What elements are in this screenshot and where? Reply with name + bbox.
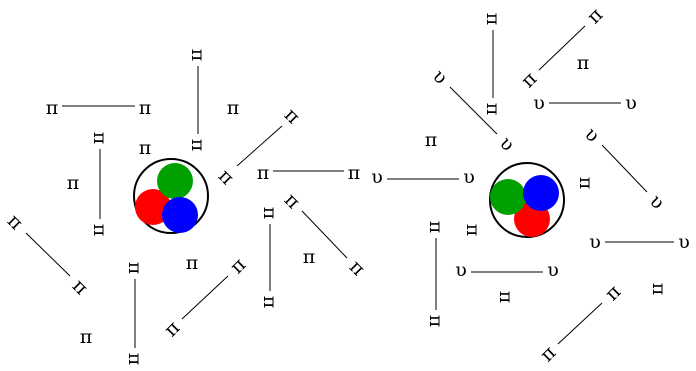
pi-meson-label: π bbox=[425, 129, 438, 151]
pi-meson-label: π bbox=[124, 353, 146, 366]
pi-meson-label: π bbox=[259, 207, 281, 220]
pi-meson-label: π bbox=[226, 254, 250, 278]
quark-green bbox=[157, 163, 193, 199]
pi-meson-label: π bbox=[462, 224, 484, 237]
quark-green bbox=[490, 179, 526, 215]
pi-meson-label: π bbox=[348, 162, 361, 184]
pi-meson-label: π bbox=[67, 172, 80, 194]
pair-line bbox=[538, 25, 586, 71]
pi-meson-label: π bbox=[425, 221, 447, 234]
pi-meson-label: π bbox=[214, 165, 238, 189]
upsilon-meson-label: υ bbox=[625, 92, 637, 114]
pi-meson-label: π bbox=[68, 275, 92, 299]
pi-meson-label: π bbox=[187, 139, 209, 152]
pair-line bbox=[25, 232, 71, 277]
pi-meson-label: π bbox=[280, 104, 304, 128]
upsilon-meson-label: υ bbox=[645, 190, 669, 214]
pi-meson-label: π bbox=[80, 326, 93, 348]
upsilon-meson-label: υ bbox=[678, 231, 690, 253]
upsilon-meson-label: υ bbox=[589, 231, 601, 253]
upsilon-meson-label: υ bbox=[371, 166, 383, 188]
pi-meson-label: π bbox=[280, 189, 304, 213]
nuclei bbox=[133, 158, 565, 238]
pi-meson-label: π bbox=[482, 13, 504, 26]
pi-meson-label: π bbox=[124, 262, 146, 275]
pi-meson-label: π bbox=[536, 342, 560, 366]
pi-meson-label: π bbox=[227, 97, 240, 119]
upsilon-meson-label: υ bbox=[533, 92, 545, 114]
upsilon-meson-label: υ bbox=[495, 132, 519, 156]
pi-meson-label: π bbox=[601, 281, 625, 305]
pi-meson-label: π bbox=[186, 252, 199, 274]
pair-line bbox=[301, 210, 348, 259]
pi-meson-label: π bbox=[425, 315, 447, 328]
quark-red bbox=[135, 189, 171, 225]
pair-line bbox=[181, 275, 229, 320]
meson-pair-lines bbox=[25, 25, 674, 348]
pair-line bbox=[236, 125, 283, 167]
upsilon-meson-label: υ bbox=[455, 259, 467, 281]
pi-meson-label: π bbox=[345, 256, 369, 280]
quark-blue bbox=[523, 175, 559, 211]
pi-meson-label: π bbox=[139, 97, 152, 119]
upsilon-meson-label: υ bbox=[428, 65, 452, 89]
pair-line bbox=[601, 144, 648, 193]
pair-line bbox=[449, 86, 498, 135]
pi-meson-label: π bbox=[89, 132, 111, 145]
pi-meson-label: π bbox=[46, 97, 59, 119]
pi-meson-label: π bbox=[648, 283, 670, 296]
pi-meson-label: π bbox=[3, 210, 27, 234]
upsilon-meson-label: υ bbox=[547, 259, 559, 281]
pi-meson-label: π bbox=[139, 137, 152, 159]
pi-meson-label: π bbox=[257, 162, 270, 184]
upsilon-meson-label: υ bbox=[580, 123, 604, 147]
pair-line bbox=[557, 302, 603, 345]
nucleon-right bbox=[489, 162, 565, 238]
pi-meson-label: π bbox=[575, 177, 597, 190]
pi-meson-label: π bbox=[583, 4, 607, 28]
pi-meson-label: π bbox=[577, 52, 590, 74]
pi-meson-label: π bbox=[482, 103, 504, 116]
pi-meson-label: π bbox=[160, 317, 184, 341]
pi-meson-label: π bbox=[89, 224, 111, 237]
pi-meson-label: π bbox=[517, 68, 541, 92]
nucleon-left bbox=[133, 158, 209, 234]
upsilon-meson-label: υ bbox=[463, 166, 475, 188]
pi-meson-label: π bbox=[303, 246, 316, 268]
pi-meson-label: π bbox=[187, 49, 209, 62]
quark-blue bbox=[162, 197, 198, 233]
pi-meson-label: π bbox=[259, 296, 281, 309]
pi-meson-label: π bbox=[495, 291, 517, 304]
